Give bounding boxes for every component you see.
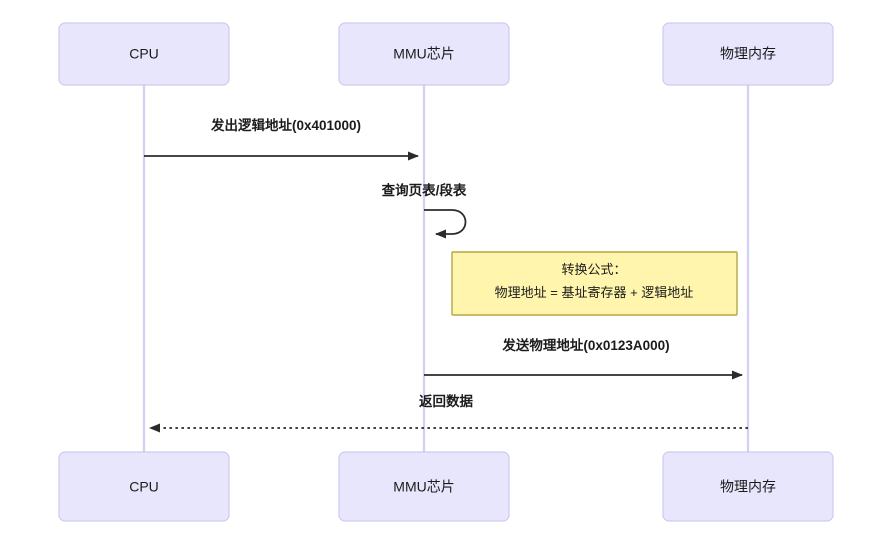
participant-box-cpu-bottom[interactable] [58,451,230,522]
participant-cpu-bottom[interactable]: CPU [58,451,230,522]
participant-label-cpu-bottom: CPU [129,479,159,495]
note-line-formula-title: 转换公式： [561,262,626,277]
participant-mmu-top[interactable]: MMU芯片 [338,22,510,86]
participant-box-mem-top[interactable] [662,22,834,86]
note-line-formula-body: 物理地址 = 基址寄存器 + 逻辑地址 [495,285,694,300]
participants-bottom: CPU MMU芯片 物理内存 [58,451,834,522]
note-conversion-formula: 转换公式： 物理地址 = 基址寄存器 + 逻辑地址 [451,251,738,316]
participant-cpu-top[interactable]: CPU [58,22,230,86]
message-query-page-table[interactable]: 查询页表/段表 [382,182,467,239]
note-box-conversion-formula [451,251,738,316]
participant-mem-bottom[interactable]: 物理内存 [662,451,834,522]
participant-mem-top[interactable]: 物理内存 [662,22,834,86]
participant-label-mem-bottom: 物理内存 [720,479,776,495]
message-arrow-query-page-table[interactable] [424,209,467,239]
participant-label-cpu-top: CPU [129,46,159,62]
message-send-logical-address[interactable]: 发出逻辑地址(0x401000) [144,117,419,161]
participant-box-cpu-top[interactable] [58,22,230,86]
message-label-send-logical-address: 发出逻辑地址(0x401000) [210,117,361,133]
message-label-query-page-table: 查询页表/段表 [382,182,467,198]
participants-top: CPU MMU芯片 物理内存 [58,22,834,86]
participant-box-mem-bottom[interactable] [662,451,834,522]
participant-label-mem-top: 物理内存 [720,46,776,62]
participant-box-mmu-bottom[interactable] [338,451,510,522]
participant-label-mmu-top: MMU芯片 [393,46,454,62]
message-return-data[interactable]: 返回数据 [149,393,748,433]
message-send-physical-address[interactable]: 发送物理地址(0x0123A000) [424,337,743,380]
participant-box-mmu-top[interactable] [338,22,510,86]
message-label-send-physical-address: 发送物理地址(0x0123A000) [501,337,669,353]
message-label-return-data: 返回数据 [419,393,473,409]
participant-mmu-bottom[interactable]: MMU芯片 [338,451,510,522]
participant-label-mmu-bottom: MMU芯片 [393,479,454,495]
lifelines [142,85,750,452]
